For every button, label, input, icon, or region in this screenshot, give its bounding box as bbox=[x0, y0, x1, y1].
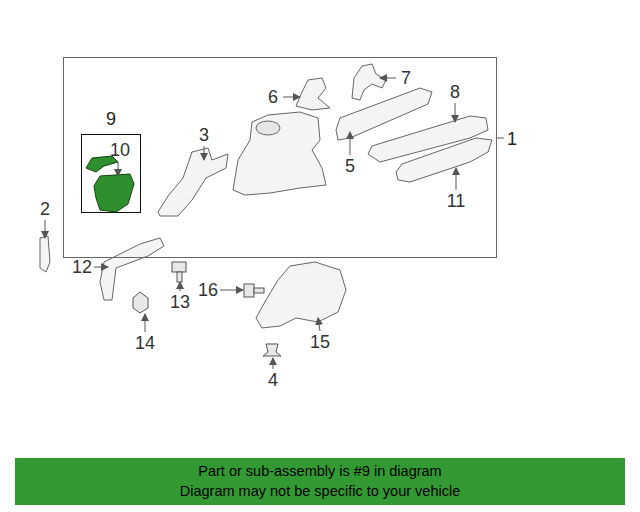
green-part-lower bbox=[94, 174, 134, 212]
bolt-13 bbox=[172, 262, 186, 272]
bracket-2 bbox=[40, 236, 50, 272]
rail-11 bbox=[396, 138, 492, 182]
callout-number: 4 bbox=[267, 370, 279, 390]
bracket-6 bbox=[296, 78, 330, 110]
nut-14 bbox=[133, 292, 148, 313]
liner-15 bbox=[256, 262, 346, 328]
callout-number: 5 bbox=[344, 156, 356, 176]
callout-number: 11 bbox=[446, 191, 467, 211]
callout-number: 16 bbox=[197, 280, 219, 300]
callout-number: 8 bbox=[449, 82, 461, 102]
callout-number: 9 bbox=[82, 109, 140, 129]
bolt-16 bbox=[244, 284, 254, 297]
callout-number: 6 bbox=[267, 87, 279, 107]
callout-number: 2 bbox=[39, 199, 51, 219]
callout-number: 7 bbox=[400, 68, 412, 88]
inner-panel bbox=[158, 148, 228, 216]
callout-number: 1 bbox=[507, 129, 517, 149]
wheelhouse bbox=[233, 112, 326, 195]
callout-number: 12 bbox=[71, 257, 93, 277]
brace-12 bbox=[100, 238, 164, 300]
notice-text: Diagram may not be specific to your vehi… bbox=[15, 482, 625, 501]
callout-number: 10 bbox=[109, 140, 131, 160]
clip-4 bbox=[263, 344, 281, 356]
leader-line bbox=[497, 138, 504, 139]
notice-band: Part or sub-assembly is #9 in diagramDia… bbox=[15, 458, 625, 505]
callout-number: 13 bbox=[169, 292, 191, 312]
callout-number: 3 bbox=[198, 125, 210, 145]
callout-number: 14 bbox=[134, 333, 156, 353]
callout-number: 15 bbox=[309, 332, 331, 352]
bracket-7 bbox=[352, 64, 386, 100]
notice-text: Part or sub-assembly is #9 in diagram bbox=[15, 462, 625, 481]
